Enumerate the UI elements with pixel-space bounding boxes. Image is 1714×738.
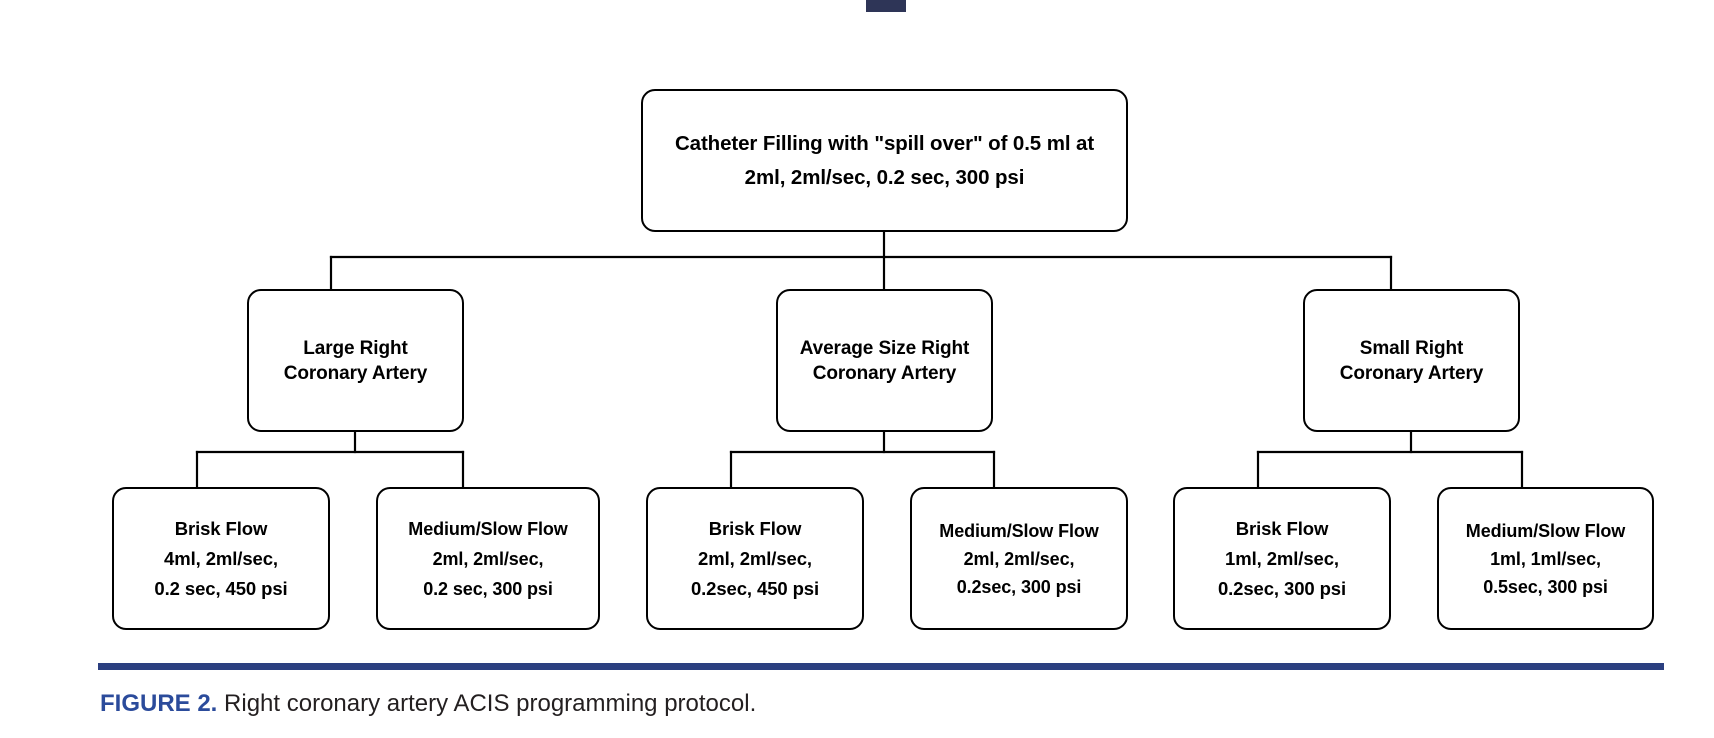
figure-caption: FIGURE 2. Right coronary artery ACIS pro… bbox=[100, 690, 756, 718]
node-line-1: Brisk Flow bbox=[174, 517, 268, 539]
node-large-right-coronary-artery[interactable]: Large Right Coronary Artery bbox=[247, 289, 464, 432]
node-small-brisk-flow[interactable]: Brisk Flow 1ml, 2ml/sec, 0.2sec, 300 psi bbox=[1173, 487, 1391, 630]
node-large-brisk-flow[interactable]: Brisk Flow 4ml, 2ml/sec, 0.2 sec, 450 ps… bbox=[112, 487, 330, 630]
node-line-1: Medium/Slow Flow bbox=[939, 520, 1099, 541]
node-line-1: Brisk Flow bbox=[708, 517, 802, 539]
node-small-right-coronary-artery[interactable]: Small Right Coronary Artery bbox=[1303, 289, 1520, 432]
figure-caption-text: Right coronary artery ACIS programming p… bbox=[217, 690, 757, 717]
node-line-2: Coronary Artery bbox=[812, 362, 957, 384]
node-line-2: 1ml, 2ml/sec, bbox=[1225, 547, 1339, 569]
node-average-medium-slow-flow[interactable]: Medium/Slow Flow 2ml, 2ml/sec, 0.2sec, 3… bbox=[910, 487, 1128, 630]
node-line-2: 2ml, 2ml/sec, bbox=[432, 548, 544, 569]
node-average-brisk-flow[interactable]: Brisk Flow 2ml, 2ml/sec, 0.2sec, 450 psi bbox=[646, 487, 864, 630]
node-line-3: 0.2sec, 300 psi bbox=[1217, 577, 1347, 599]
node-line-1: Brisk Flow bbox=[1235, 517, 1329, 539]
node-large-medium-slow-flow[interactable]: Medium/Slow Flow 2ml, 2ml/sec, 0.2 sec, … bbox=[376, 487, 600, 630]
node-small-medium-slow-flow[interactable]: Medium/Slow Flow 1ml, 1ml/sec, 0.5sec, 3… bbox=[1437, 487, 1654, 630]
caption-divider-rule bbox=[98, 663, 1664, 670]
node-line-2: 4ml, 2ml/sec, bbox=[164, 547, 278, 569]
node-line-2: 2ml, 2ml/sec, 0.2 sec, 300 psi bbox=[744, 165, 1025, 189]
node-line-2: 1ml, 1ml/sec, bbox=[1490, 548, 1601, 569]
node-line-1: Medium/Slow Flow bbox=[408, 518, 568, 539]
node-line-1: Large Right bbox=[303, 337, 408, 359]
node-line-2: Coronary Artery bbox=[283, 362, 428, 384]
node-line-1: Medium/Slow Flow bbox=[1465, 520, 1626, 541]
node-catheter-filling[interactable]: Catheter Filling with "spill over" of 0.… bbox=[641, 89, 1128, 232]
node-line-2: 2ml, 2ml/sec, bbox=[698, 547, 812, 569]
node-line-1: Small Right bbox=[1359, 337, 1464, 359]
node-line-2: Coronary Artery bbox=[1339, 362, 1484, 384]
figure-number-label: FIGURE 2. bbox=[100, 690, 218, 717]
node-line-3: 0.2 sec, 450 psi bbox=[154, 577, 288, 599]
node-line-3: 0.2sec, 450 psi bbox=[690, 577, 820, 599]
node-line-1: Catheter Filling with "spill over" of 0.… bbox=[674, 131, 1095, 155]
node-line-2: 2ml, 2ml/sec, bbox=[963, 548, 1075, 569]
node-line-3: 0.5sec, 300 psi bbox=[1483, 576, 1608, 597]
node-line-3: 0.2 sec, 300 psi bbox=[423, 578, 553, 599]
node-line-3: 0.2sec, 300 psi bbox=[956, 576, 1082, 597]
node-line-1: Average Size Right bbox=[799, 337, 970, 359]
page-top-tab-marker bbox=[866, 0, 906, 12]
node-average-size-right-coronary-artery[interactable]: Average Size Right Coronary Artery bbox=[776, 289, 993, 432]
